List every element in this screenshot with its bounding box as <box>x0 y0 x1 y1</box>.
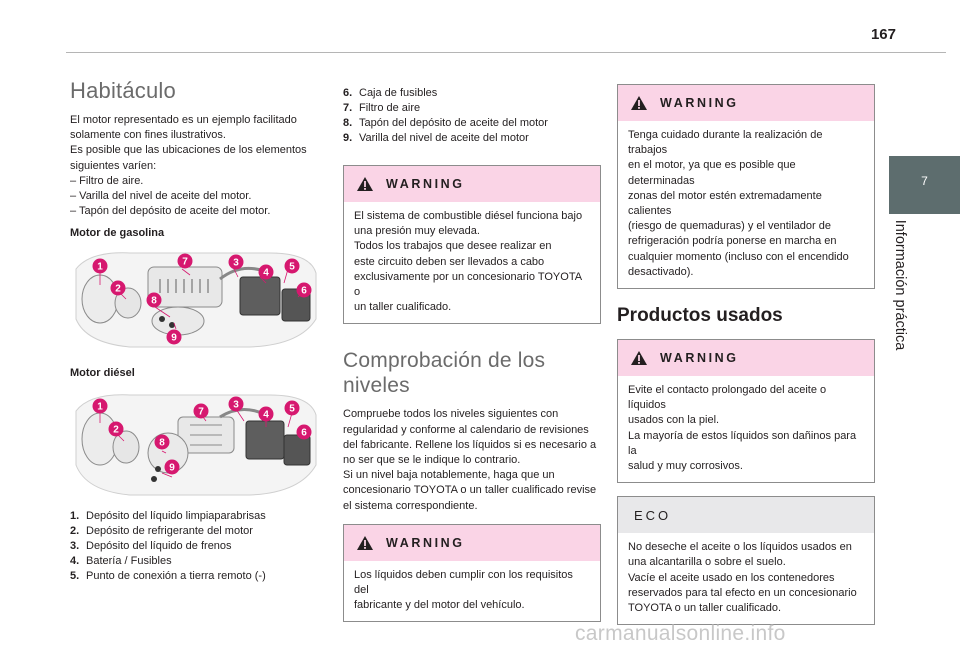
list-item: 9.Varilla del nivel de aceite del motor <box>343 132 529 144</box>
callout-8: 8 <box>159 438 165 449</box>
section-title-productos: Productos usados <box>617 305 783 327</box>
list-item: 4.Batería / Fusibles <box>70 555 172 568</box>
list-item: 5.Punto de conexión a tierra remoto (-) <box>70 570 266 583</box>
warning-body: Tenga cuidado durante la realización de … <box>628 129 849 278</box>
warning-body: El sistema de combustible diésel funcion… <box>354 210 583 314</box>
list-item: 6.Caja de fusibles <box>343 87 438 99</box>
callout-9: 9 <box>171 333 177 344</box>
column-middle: 6.Caja de fusibles 7.Filtro de aire 8.Ta… <box>343 86 601 623</box>
warning-triangle-icon <box>357 177 373 191</box>
list-item: 2.Depósito de refrigerante del motor <box>70 525 253 538</box>
chapter-label: Información práctica <box>892 219 908 350</box>
list-item: 7.Filtro de aire <box>343 102 421 114</box>
component-list-1-5: 1.Depósito del líquido limpiaparabrisas … <box>70 509 325 584</box>
callout-5: 5 <box>289 404 295 415</box>
chapter-number: 7 <box>921 174 928 188</box>
callout-4: 4 <box>263 268 269 279</box>
callout-1: 1 <box>97 262 103 273</box>
callout-8: 8 <box>151 296 157 307</box>
section-title-niveles: Comprobación de los niveles <box>343 349 546 398</box>
eco-box: ECO No deseche el aceite o los líquidos … <box>617 496 875 626</box>
list-item: 1.Depósito del líquido limpiaparabrisas <box>70 510 266 523</box>
list-item: 3.Depósito del líquido de frenos <box>70 540 232 553</box>
warning-box-hot-engine: WARNING Tenga cuidado durante la realiza… <box>617 84 875 290</box>
warning-body: Los líquidos deben cumplir con los requi… <box>354 568 573 612</box>
warning-box-diesel: WARNING El sistema de combustible diésel… <box>343 165 601 325</box>
warning-triangle-icon <box>631 96 647 110</box>
page-number: 167 <box>870 26 896 43</box>
eco-body: No deseche el aceite o los líquidos usad… <box>628 541 857 615</box>
gasoline-engine-diagram: 1 2 3 4 5 6 7 8 9 <box>70 249 320 349</box>
warning-header: WARNING <box>618 340 874 377</box>
niveles-body: Compruebe todos los niveles siguientes c… <box>343 408 597 512</box>
callout-9: 9 <box>169 463 175 474</box>
warning-triangle-icon <box>631 351 647 366</box>
warning-header: WARNING <box>344 524 600 561</box>
column-right: WARNING Tenga cuidado durante la realiza… <box>617 84 875 626</box>
eco-header: ECO <box>618 497 874 534</box>
chapter-tab[interactable]: 7 <box>889 156 960 214</box>
component-list-6-9: 6.Caja de fusibles 7.Filtro de aire 8.Ta… <box>343 86 601 146</box>
callout-6: 6 <box>301 428 307 439</box>
callout-4: 4 <box>263 410 269 421</box>
list-item: 8.Tapón del depósito de aceite del motor <box>343 117 548 129</box>
callout-2: 2 <box>113 425 119 436</box>
callout-1: 1 <box>97 402 103 413</box>
callout-7: 7 <box>182 257 188 268</box>
callout-5: 5 <box>289 262 295 273</box>
watermark: carmanualsonline.info <box>575 622 786 645</box>
warning-box-used-products: WARNING Evite el contacto prolongado del… <box>617 339 875 484</box>
section-title-habitaculo: Habitáculo <box>70 78 176 103</box>
callout-6: 6 <box>301 286 307 297</box>
column-habitaculo: Habitáculo El motor representado es un e… <box>70 78 325 584</box>
warning-header: WARNING <box>618 85 874 121</box>
diesel-engine-diagram: 1 2 3 4 5 6 7 8 9 <box>70 391 320 497</box>
header-rule <box>66 52 946 53</box>
warning-triangle-icon <box>357 535 373 550</box>
warning-header: WARNING <box>344 166 600 202</box>
callout-2: 2 <box>115 284 121 295</box>
warning-body: Evite el contacto prolongado del aceite … <box>628 384 857 473</box>
diesel-engine-label: Motor diésel <box>70 367 135 380</box>
callout-3: 3 <box>233 258 239 269</box>
callout-7: 7 <box>198 407 204 418</box>
callout-3: 3 <box>233 400 239 411</box>
warning-box-fluids: WARNING Los líquidos deben cumplir con l… <box>343 523 601 623</box>
habitaculo-intro: El motor representado es un ejemplo faci… <box>70 114 307 218</box>
gasoline-engine-label: Motor de gasolina <box>70 227 165 240</box>
